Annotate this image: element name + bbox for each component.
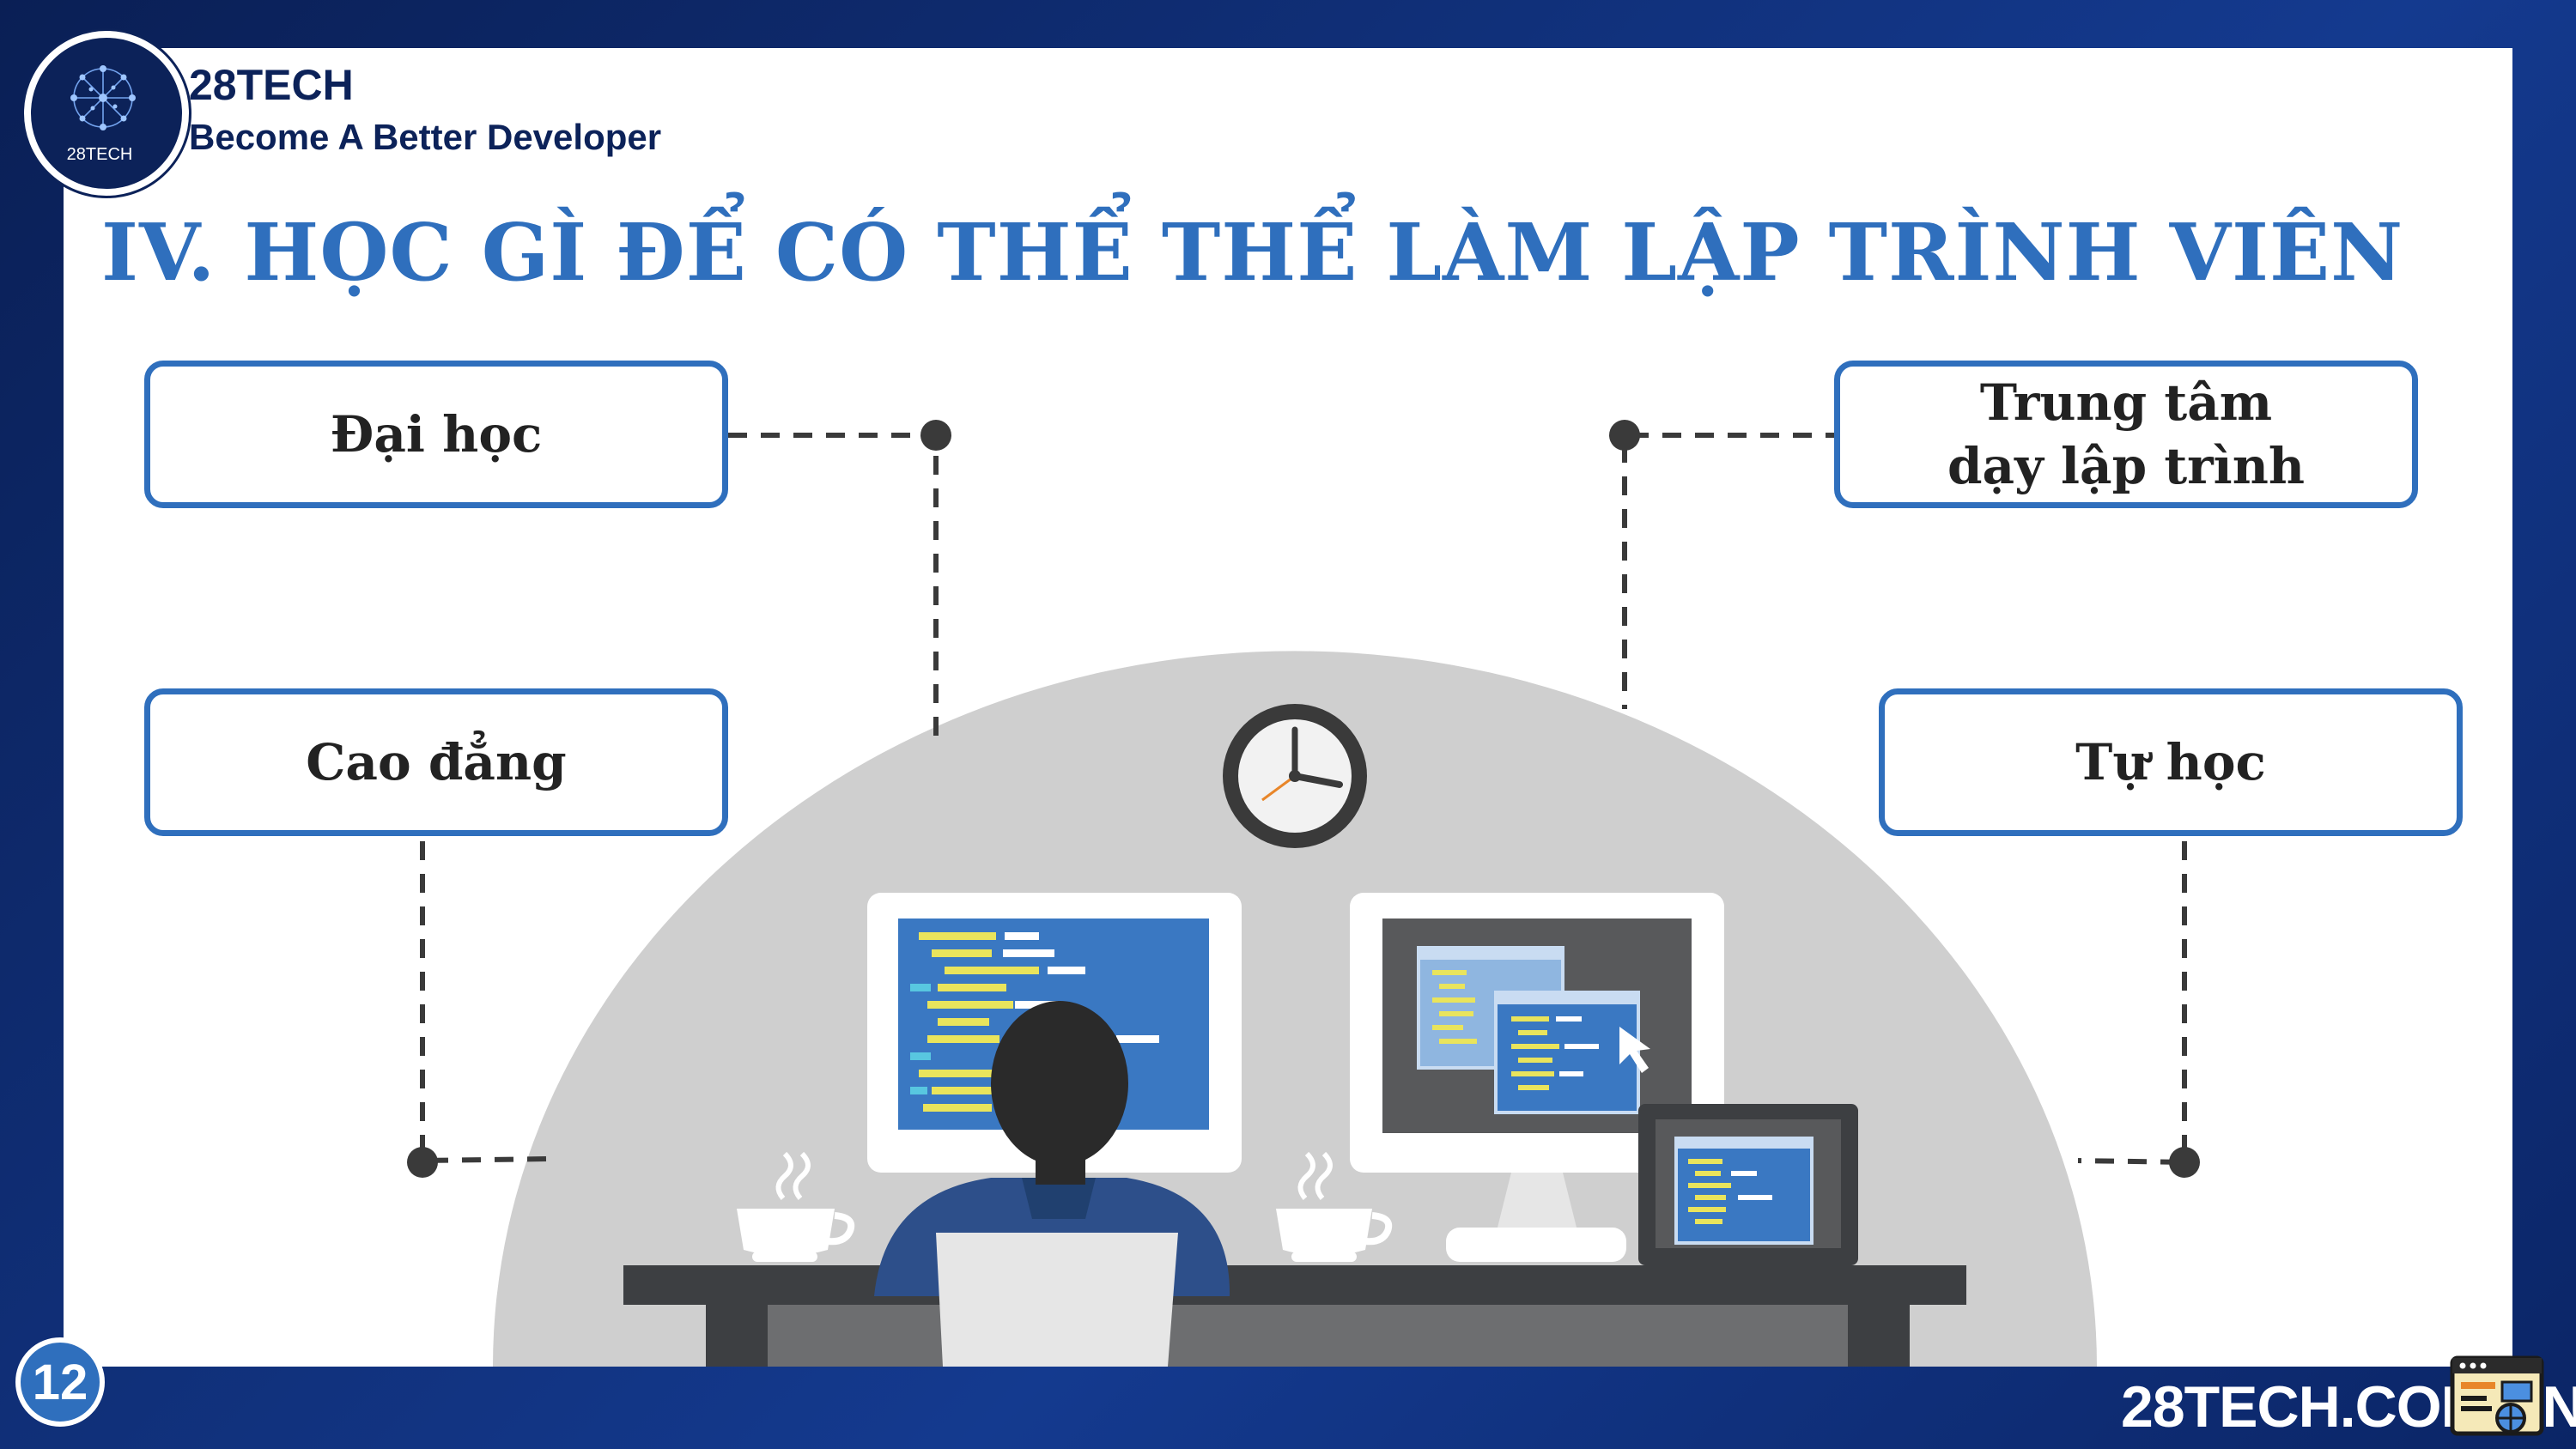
laptop-icon bbox=[1638, 1104, 1858, 1265]
option-college: Cao đẳng bbox=[144, 688, 728, 836]
option-university: Đại học bbox=[144, 361, 728, 508]
clock-icon bbox=[1223, 704, 1367, 848]
connector-dots bbox=[407, 420, 2200, 1178]
logo-text: 28TECH bbox=[67, 145, 133, 164]
coffee-cup-icon bbox=[737, 1151, 855, 1262]
developer-figure bbox=[874, 1001, 1230, 1367]
option-training-center-line1: Trung tâm bbox=[1979, 373, 2273, 432]
monitor-icon bbox=[1350, 893, 1724, 1262]
brand-name: 28TECH bbox=[189, 61, 354, 109]
page-title: IV. HỌC GÌ ĐỂ CÓ THỂ THỂ LÀM LẬP TRÌNH V… bbox=[101, 206, 2404, 299]
option-university-label: Đại học bbox=[330, 405, 543, 464]
brand-tagline: Become A Better Developer bbox=[189, 117, 662, 157]
page-number: 12 bbox=[15, 1337, 105, 1427]
desk bbox=[623, 1265, 1966, 1367]
cursor-icon bbox=[1619, 1027, 1650, 1073]
option-self-study-label: Tự học bbox=[2075, 733, 2266, 791]
option-training-center: Trung tâm dạy lập trình bbox=[1834, 361, 2418, 508]
option-college-label: Cao đẳng bbox=[306, 733, 567, 791]
website-icon bbox=[2450, 1355, 2544, 1436]
coffee-cup-icon bbox=[1276, 1151, 1393, 1262]
monitor-icon bbox=[867, 893, 1242, 1173]
option-self-study: Tự học bbox=[1879, 688, 2463, 836]
logo-network-icon: 28TECH bbox=[67, 65, 136, 164]
option-training-center-line2: dạy lập trình bbox=[1947, 437, 2306, 495]
brand-logo: 28TECH bbox=[24, 31, 189, 196]
